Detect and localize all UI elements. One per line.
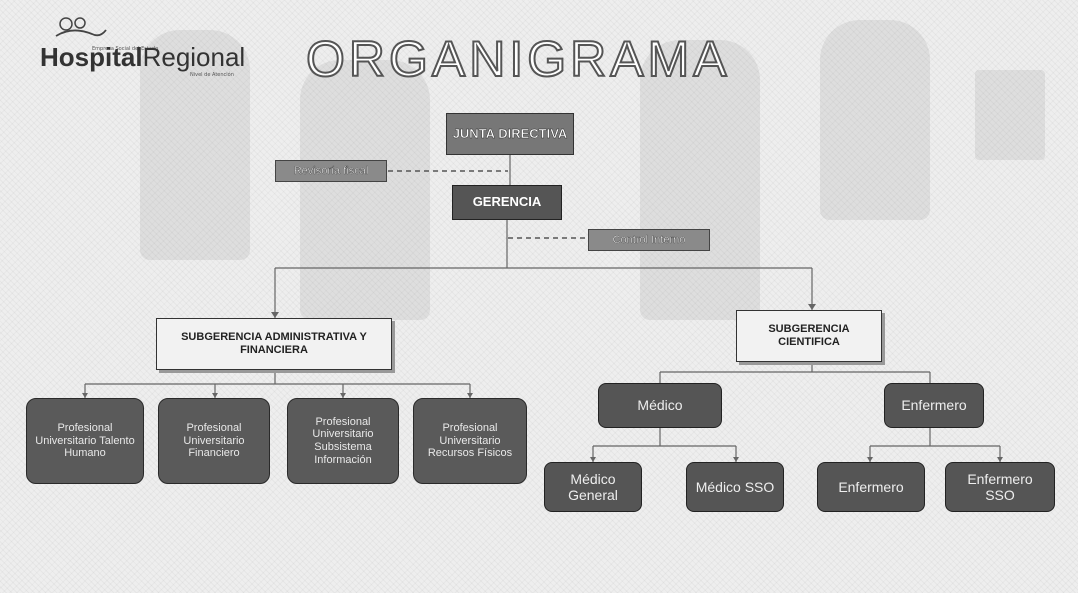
hospital-logo: Empresa Social del Estado HospitalRegion… — [40, 16, 270, 86]
node-subgerencia-administrativa: SUBGERENCIA ADMINISTRATIVA Y FINANCIERA — [156, 318, 392, 370]
logo-small-text: Empresa Social del Estado — [92, 46, 159, 52]
node-subsistema-informacion: Profesional Universitario Subsistema Inf… — [287, 398, 399, 484]
node-talento-humano: Profesional Universitario Talento Humano — [26, 398, 144, 484]
node-medico-sso: Médico SSO — [686, 462, 784, 512]
node-enfermero-leaf: Enfermero — [817, 462, 925, 512]
logo-name: HospitalRegional — [40, 42, 246, 72]
page-title: ORGANIGRAMA — [305, 30, 731, 88]
background-figure-4 — [820, 20, 930, 220]
logo-tagline: Nivel de Atención — [190, 72, 234, 78]
background-figure-3 — [640, 40, 760, 320]
background-document — [975, 70, 1045, 160]
node-enfermero: Enfermero — [884, 383, 984, 428]
node-financiero: Profesional Universitario Financiero — [158, 398, 270, 484]
node-control-interno: Control Interno — [588, 229, 710, 251]
background-figure-1 — [140, 30, 250, 260]
node-subgerencia-cientifica: SUBGERENCIA CIENTIFICA — [736, 310, 882, 362]
node-revisoria-fiscal: Revisoría fiscal — [275, 160, 387, 182]
background-figure-2 — [300, 60, 430, 320]
node-recursos-fisicos: Profesional Universitario Recursos Físic… — [413, 398, 527, 484]
node-medico: Médico — [598, 383, 722, 428]
node-medico-general: Médico General — [544, 462, 642, 512]
node-junta-directiva: JUNTA DIRECTIVA — [446, 113, 574, 155]
node-enfermero-sso: Enfermero SSO — [945, 462, 1055, 512]
node-gerencia: GERENCIA — [452, 185, 562, 220]
logo-icon — [55, 17, 107, 37]
